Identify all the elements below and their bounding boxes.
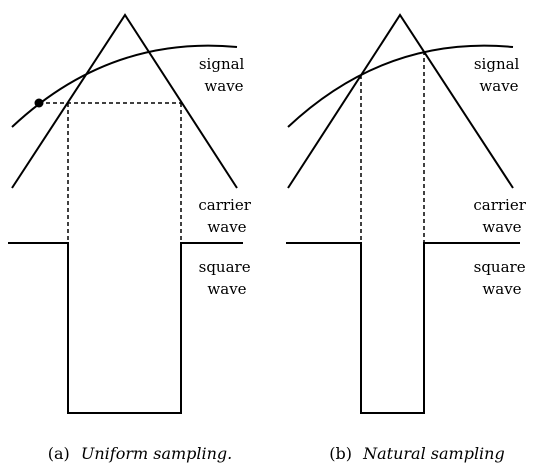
caption-title: Natural sampling (362, 444, 505, 463)
signal-wave-curve (287, 44, 514, 128)
carrier-wave-label-line2: wave (207, 218, 246, 236)
square-wave-label: square wave (199, 258, 256, 298)
signal-wave-label-line2: wave (204, 77, 243, 95)
carrier-wave-triangle (287, 13, 514, 189)
carrier-wave-label-line1: carrier (473, 196, 526, 214)
carrier-wave-label-line2: wave (482, 218, 521, 236)
square-wave-pulse (8, 242, 243, 414)
square-wave-label-line1: square (474, 258, 526, 276)
square-wave-label-line2: wave (482, 280, 521, 298)
carrier-wave-label: carrier wave (198, 196, 255, 236)
caption-natural: (b) Natural sampling (329, 444, 504, 463)
square-wave-label-line2: wave (207, 280, 246, 298)
carrier-wave-label-line1: carrier (198, 196, 251, 214)
signal-wave-label-line2: wave (479, 77, 518, 95)
square-wave-label-line1: square (199, 258, 251, 276)
caption-prefix: (b) (329, 444, 352, 463)
carrier-wave-triangle (11, 13, 238, 189)
carrier-wave-label: carrier wave (473, 196, 530, 236)
panel-natural-sampling: signal wave carrier wave square wave (b)… (286, 13, 531, 463)
signal-wave-label: signal wave (199, 55, 249, 95)
square-wave-label: square wave (474, 258, 531, 298)
caption-title: Uniform sampling. (81, 444, 232, 463)
signal-wave-label: signal wave (474, 55, 524, 95)
caption-uniform: (a) Uniform sampling. (48, 444, 233, 463)
square-wave-pulse (286, 242, 520, 414)
caption-prefix: (a) (48, 444, 70, 463)
signal-wave-label-line1: signal (474, 55, 520, 73)
panel-uniform-sampling: signal wave carrier wave square wave (a)… (8, 13, 256, 463)
signal-wave-label-line1: signal (199, 55, 245, 73)
